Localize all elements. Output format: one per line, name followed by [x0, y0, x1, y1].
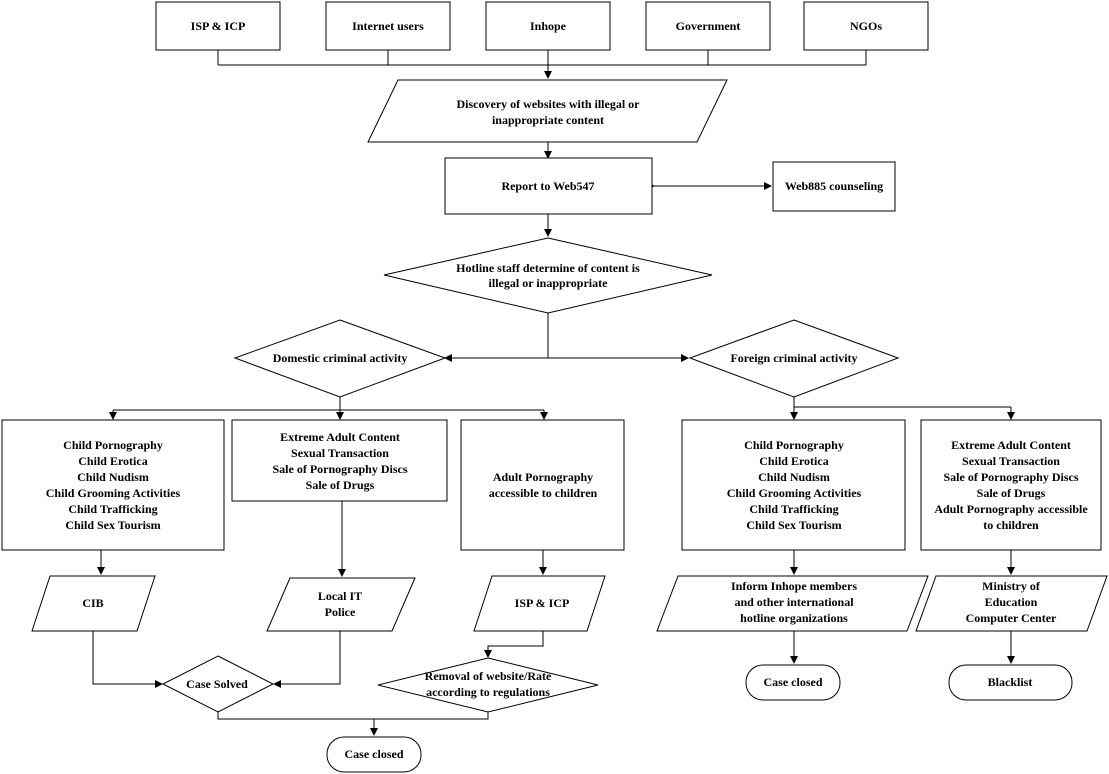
connectors: [92, 50, 1015, 736]
domestic-adult-accessible-box: Adult Pornography accessible to children: [460, 419, 625, 551]
foreign-child-content-item: Child Grooming Activities: [727, 486, 862, 500]
hotline-decision: Hotline staff determine of content is il…: [383, 237, 713, 314]
hotline-decision-line-2: illegal or inappropriate: [489, 276, 609, 290]
domestic-adult-accessible-line-2: accessible to children: [489, 486, 598, 500]
removal-line-2: according to regulations: [426, 685, 550, 699]
blacklist-label: Blacklist: [988, 675, 1033, 689]
local-police-node: Local IT Police: [266, 577, 416, 632]
ministry-line-3: Computer Center: [966, 611, 1057, 625]
local-police-line-2: Police: [325, 605, 356, 619]
foreign-child-content-item: Child Pornography: [744, 438, 844, 452]
foreign-child-content-box: Child Pornography Child Erotica Child Nu…: [681, 419, 906, 551]
inform-line-3: hotline organizations: [740, 611, 848, 625]
foreign-decision: Foreign criminal activity: [688, 319, 900, 398]
domestic-decision-label: Domestic criminal activity: [273, 351, 408, 365]
source-government: Government: [645, 1, 771, 51]
domestic-adult-content-item: Sale of Drugs: [306, 478, 375, 492]
ministry-node: Ministry of Education Computer Center: [915, 575, 1108, 632]
domestic-adult-content-item: Sale of Pornography Discs: [273, 462, 408, 476]
discovery-node: Discovery of websites with illegal or in…: [367, 79, 728, 143]
domestic-child-content-item: Child Sex Tourism: [65, 518, 160, 532]
counseling-label: Web885 counseling: [785, 179, 883, 193]
inform-line-2: and other international: [734, 595, 854, 609]
domestic-child-content-item: Child Trafficking: [68, 502, 157, 516]
case-solved-label: Case Solved: [186, 677, 248, 691]
foreign-case-closed-terminal: Case closed: [745, 664, 841, 701]
domestic-decision: Domestic criminal activity: [233, 319, 447, 398]
case-solved-decision: Case Solved: [161, 655, 275, 713]
cib-node: CIB: [31, 575, 156, 632]
source-government-label: Government: [676, 19, 741, 33]
foreign-adult-content-item: Sale of Drugs: [977, 486, 1046, 500]
source-internet-users-label: Internet users: [352, 19, 424, 33]
discovery-line-1: Discovery of websites with illegal or: [457, 97, 641, 111]
foreign-case-closed-label: Case closed: [764, 675, 823, 689]
discovery-line-2: inappropriate content: [492, 113, 604, 127]
counseling-node: Web885 counseling: [772, 161, 896, 212]
domestic-isp-icp-label: ISP & ICP: [515, 596, 570, 610]
foreign-adult-content-item: to children: [983, 518, 1039, 532]
source-ngos-label: NGOs: [850, 19, 882, 33]
domestic-adult-content-box: Extreme Adult Content Sexual Transaction…: [231, 419, 448, 502]
source-inhope: Inhope: [485, 1, 611, 51]
domestic-child-content-item: Child Erotica: [78, 454, 147, 468]
foreign-adult-content-item: Sexual Transaction: [962, 454, 1060, 468]
report-label: Report to Web547: [501, 179, 594, 193]
foreign-adult-content-box: Extreme Adult Content Sexual Transaction…: [920, 419, 1102, 551]
removal-decision: Removal of website/Rate according to reg…: [377, 657, 599, 713]
foreign-adult-content-item: Adult Pornography accessible: [934, 502, 1088, 516]
inform-node: Inform Inhope members and other internat…: [656, 575, 929, 632]
source-internet-users: Internet users: [325, 1, 451, 51]
domestic-child-content-item: Child Nudism: [77, 470, 149, 484]
domestic-child-content-item: Child Pornography: [63, 438, 163, 452]
foreign-child-content-item: Child Nudism: [758, 470, 830, 484]
cib-label: CIB: [82, 596, 103, 610]
domestic-adult-content-item: Extreme Adult Content: [280, 430, 400, 444]
source-isp-icp: ISP & ICP: [155, 1, 281, 51]
domestic-child-content-item: Child Grooming Activities: [46, 486, 181, 500]
ministry-line-2: Education: [985, 595, 1038, 609]
source-inhope-label: Inhope: [530, 19, 567, 33]
domestic-child-content-box: Child Pornography Child Erotica Child Nu…: [1, 419, 225, 551]
domestic-case-closed-terminal: Case closed: [326, 736, 422, 773]
local-police-line-1: Local IT: [318, 589, 362, 603]
foreign-child-content-item: Child Trafficking: [749, 502, 838, 516]
inform-line-1: Inform Inhope members: [731, 579, 857, 593]
hotline-decision-line-1: Hotline staff determine of content is: [456, 261, 640, 275]
source-ngos: NGOs: [803, 1, 929, 51]
domestic-case-closed-label: Case closed: [345, 747, 404, 761]
foreign-decision-label: Foreign criminal activity: [730, 351, 857, 365]
report-node: Report to Web547: [444, 157, 653, 215]
domestic-isp-icp-node: ISP & ICP: [473, 575, 606, 632]
removal-line-1: Removal of website/Rate: [425, 669, 552, 683]
ministry-line-1: Ministry of: [982, 579, 1041, 593]
domestic-adult-accessible-line-1: Adult Pornography: [493, 470, 593, 484]
blacklist-terminal: Blacklist: [948, 664, 1073, 701]
source-isp-icp-label: ISP & ICP: [191, 19, 246, 33]
foreign-adult-content-item: Extreme Adult Content: [951, 438, 1071, 452]
foreign-adult-content-item: Sale of Pornography Discs: [944, 470, 1079, 484]
foreign-child-content-item: Child Sex Tourism: [746, 518, 841, 532]
foreign-child-content-item: Child Erotica: [759, 454, 828, 468]
domestic-adult-content-item: Sexual Transaction: [291, 446, 389, 460]
